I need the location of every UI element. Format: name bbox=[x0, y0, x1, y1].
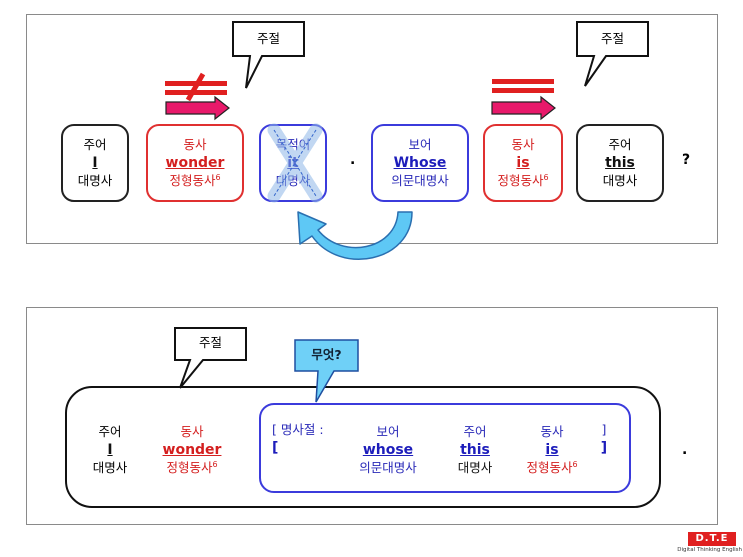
dte-logo-subtitle: Digital Thinking English bbox=[677, 547, 742, 553]
bottom-subject-role: 주어 bbox=[98, 424, 122, 439]
top-verb2-pos-wrap: 정형동사6 bbox=[497, 172, 548, 190]
top-complement-pos: 의문대명사 bbox=[391, 173, 449, 188]
top-complement-role: 보어 bbox=[408, 137, 432, 152]
top-verb2-pos: 정형동사 bbox=[497, 173, 544, 188]
bottom-verb2-pos: 정형동사 bbox=[526, 460, 573, 475]
bottom-subject2-role: 주어 bbox=[463, 424, 487, 439]
top-callout-2-label: 주절 bbox=[600, 31, 624, 46]
bottom-callout-1-label: 주절 bbox=[198, 335, 222, 350]
bottom-panel bbox=[26, 307, 718, 525]
bottom-callout-2-label: 무엇? bbox=[311, 347, 342, 362]
bottom-complement-word: whose bbox=[362, 442, 414, 458]
bottom-subject-pos: 대명사 bbox=[92, 460, 128, 475]
bottom-verb-sup: 6 bbox=[212, 459, 218, 469]
clause-label: [ 명사절 : bbox=[272, 422, 324, 437]
top-period: . bbox=[350, 152, 356, 168]
top-subject2-box: 주어 this 대명사 bbox=[576, 124, 664, 202]
bottom-subject: 주어 I 대명사 bbox=[80, 420, 140, 480]
top-subject2-role: 주어 bbox=[608, 137, 632, 152]
clause-open-bracket: [ bbox=[272, 440, 279, 456]
bottom-period: . bbox=[682, 442, 688, 458]
bottom-verb-pos: 정형동사 bbox=[166, 460, 213, 475]
top-complement-word: Whose bbox=[393, 155, 447, 171]
top-subject-role: 주어 bbox=[83, 137, 107, 152]
bottom-verb2-word: is bbox=[545, 442, 559, 458]
top-verb-role: 동사 bbox=[183, 137, 207, 152]
bottom-subject2: 주어 this 대명사 bbox=[446, 420, 504, 480]
top-verb-sup: 6 bbox=[215, 172, 221, 182]
dte-logo: D.T.E bbox=[688, 532, 736, 546]
top-subject2-pos: 대명사 bbox=[602, 173, 638, 188]
top-verb2-box: 동사 is 정형동사6 bbox=[483, 124, 563, 202]
top-question-mark: ? bbox=[682, 152, 691, 168]
bottom-complement-pos: 의문대명사 bbox=[359, 460, 417, 475]
bottom-verb-word: wonder bbox=[162, 442, 222, 458]
bottom-verb2: 동사 is 정형동사6 bbox=[512, 420, 592, 480]
clause-close-bracket-top: ] bbox=[601, 422, 607, 437]
bottom-verb-pos-wrap: 정형동사6 bbox=[166, 459, 217, 477]
bottom-verb2-role: 동사 bbox=[540, 424, 564, 439]
clause-close-bracket: ] bbox=[600, 440, 608, 456]
top-subject-pos: 대명사 bbox=[77, 173, 113, 188]
bottom-complement-role: 보어 bbox=[376, 424, 400, 439]
top-verb2-role: 동사 bbox=[511, 137, 535, 152]
bottom-verb: 동사 wonder 정형동사6 bbox=[150, 420, 234, 480]
bottom-verb2-pos-wrap: 정형동사6 bbox=[526, 459, 577, 477]
bottom-complement: 보어 whose 의문대명사 bbox=[345, 420, 431, 480]
top-complement-box: 보어 Whose 의문대명사 bbox=[371, 124, 469, 202]
top-subject-word: I bbox=[92, 155, 98, 171]
top-verb-pos: 정형동사 bbox=[169, 173, 216, 188]
bottom-verb-role: 동사 bbox=[180, 424, 204, 439]
bottom-subject-word: I bbox=[107, 442, 113, 458]
bottom-subject2-word: this bbox=[460, 442, 490, 458]
top-verb2-word: is bbox=[516, 155, 530, 171]
top-verb-word: wonder bbox=[165, 155, 225, 171]
bottom-verb2-sup: 6 bbox=[572, 459, 578, 469]
top-verb-box: 동사 wonder 정형동사6 bbox=[146, 124, 244, 202]
bottom-subject2-pos: 대명사 bbox=[457, 460, 493, 475]
top-verb-pos-wrap: 정형동사6 bbox=[169, 172, 220, 190]
top-subject2-word: this bbox=[605, 155, 635, 171]
top-subject-box: 주어 I 대명사 bbox=[61, 124, 129, 202]
top-callout-1-label: 주절 bbox=[256, 31, 280, 46]
top-verb2-sup: 6 bbox=[543, 172, 549, 182]
